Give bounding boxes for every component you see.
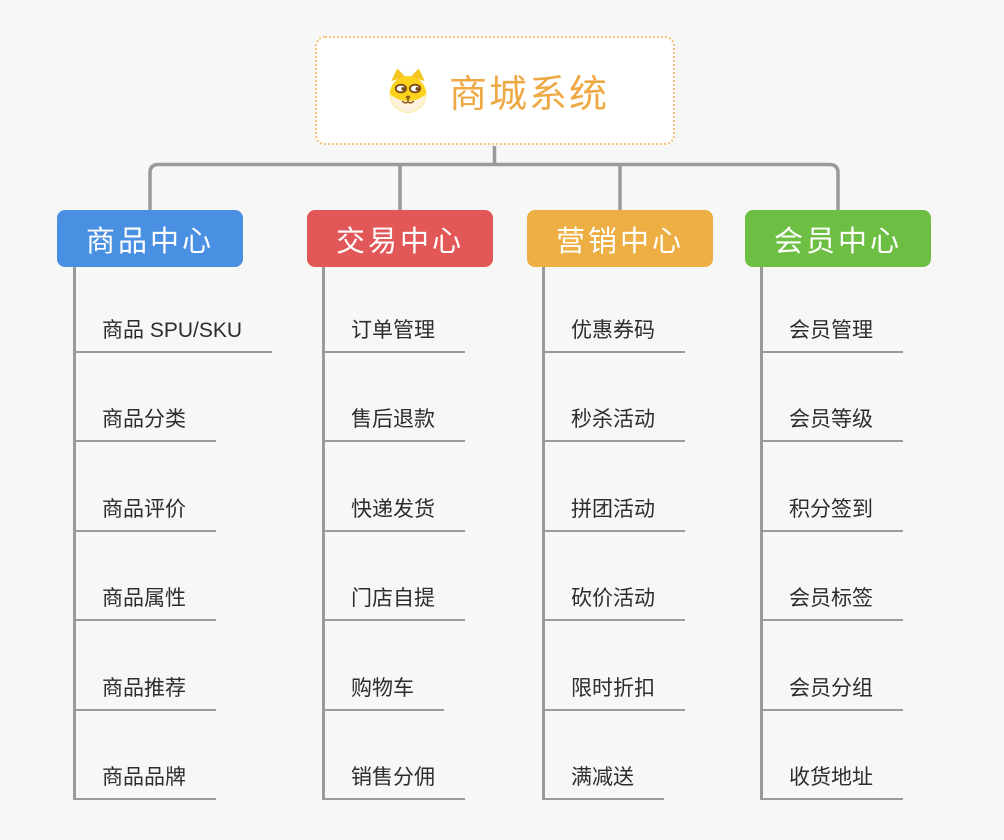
- child-node[interactable]: 商品评价: [76, 442, 216, 532]
- child-node[interactable]: 订单管理: [325, 267, 465, 353]
- child-node[interactable]: 收货地址: [763, 711, 903, 800]
- child-node[interactable]: 限时折扣: [545, 621, 685, 711]
- root-node[interactable]: 商城系统: [315, 36, 675, 145]
- child-node[interactable]: 会员标签: [763, 532, 903, 622]
- child-list-product-center: 商品 SPU/SKU 商品分类 商品评价 商品属性 商品推荐 商品品牌: [73, 267, 273, 800]
- child-node[interactable]: 商品推荐: [76, 621, 216, 711]
- child-node[interactable]: 快递发货: [325, 442, 465, 532]
- child-node[interactable]: 满减送: [545, 711, 664, 800]
- child-node[interactable]: 会员管理: [763, 267, 903, 353]
- child-node[interactable]: 会员分组: [763, 621, 903, 711]
- child-node[interactable]: 商品品牌: [76, 711, 216, 800]
- branch-node-member-center[interactable]: 会员中心: [745, 210, 931, 267]
- child-node[interactable]: 购物车: [325, 621, 444, 711]
- child-node[interactable]: 门店自提: [325, 532, 465, 622]
- child-list-trade-center: 订单管理 售后退款 快递发货 门店自提 购物车 销售分佣: [322, 267, 465, 800]
- branch-node-marketing-center[interactable]: 营销中心: [527, 210, 713, 267]
- child-list-member-center: 会员管理 会员等级 积分签到 会员标签 会员分组 收货地址: [760, 267, 903, 800]
- child-node[interactable]: 会员等级: [763, 353, 903, 443]
- child-node[interactable]: 秒杀活动: [545, 353, 685, 443]
- root-title: 商城系统: [448, 74, 609, 116]
- child-node[interactable]: 砍价活动: [545, 532, 685, 622]
- child-node[interactable]: 商品属性: [76, 532, 216, 622]
- child-node[interactable]: 拼团活动: [545, 442, 685, 532]
- branch-label: 会员中心: [773, 225, 902, 258]
- dog-face-icon: [389, 68, 427, 113]
- child-node[interactable]: 积分签到: [763, 442, 903, 532]
- branch-node-product-center[interactable]: 商品中心: [57, 210, 243, 267]
- branch-label: 交易中心: [335, 225, 464, 258]
- branch-label: 商品中心: [85, 225, 214, 258]
- child-node[interactable]: 销售分佣: [325, 711, 465, 800]
- branch-label: 营销中心: [555, 225, 684, 258]
- child-node[interactable]: 售后退款: [325, 353, 465, 443]
- child-node[interactable]: 商品分类: [76, 353, 216, 443]
- branch-node-trade-center[interactable]: 交易中心: [307, 210, 493, 267]
- child-node[interactable]: 商品 SPU/SKU: [76, 267, 273, 353]
- child-list-marketing-center: 优惠券码 秒杀活动 拼团活动 砍价活动 限时折扣 满减送: [542, 267, 685, 800]
- child-node[interactable]: 优惠券码: [545, 267, 685, 353]
